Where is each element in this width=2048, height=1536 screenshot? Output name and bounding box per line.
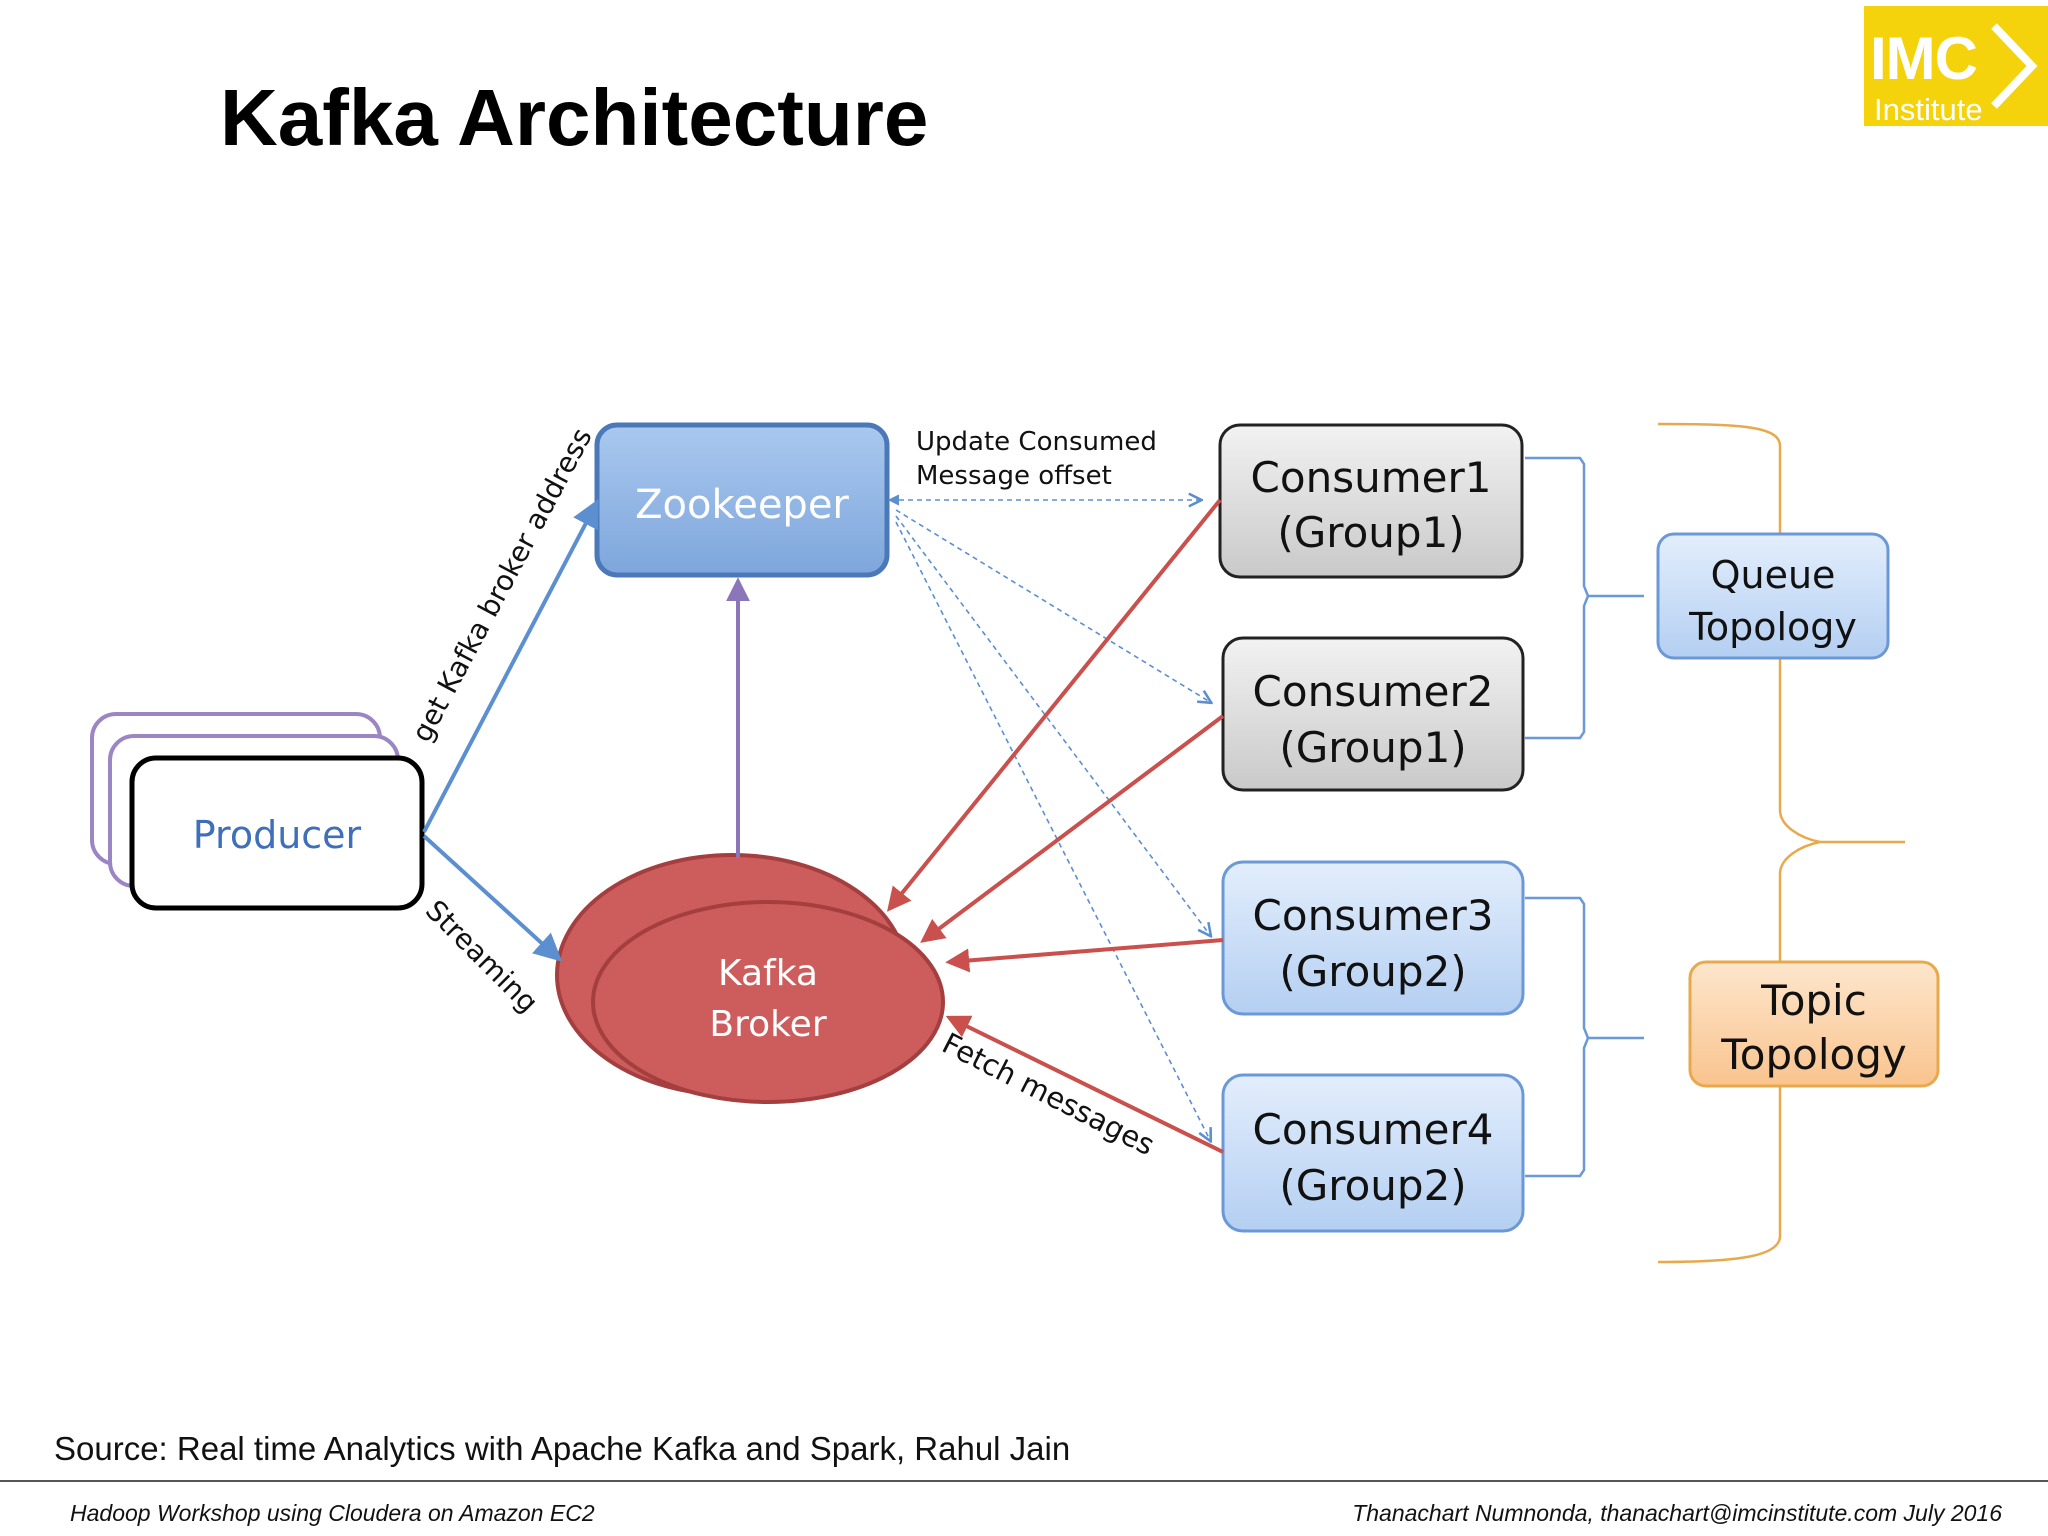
footer-right-text: Thanachart Numnonda, thanachart@imcinsti… [1352, 1500, 2002, 1526]
dashed-zookeeper-consumer4 [895, 521, 1210, 1140]
topic-topology-line1: Topic [1760, 976, 1867, 1025]
consumer-3-group: (Group2) [1279, 947, 1466, 996]
source-citation: Source: Real time Analytics with Apache … [54, 1430, 1071, 1467]
label-update-offset-line1: Update Consumed [916, 427, 1157, 457]
queue-topology: Queue Topology [1656, 532, 1890, 660]
topic-topology-box [1688, 960, 1940, 1088]
consumer-2-name: Consumer2 [1253, 667, 1494, 716]
group1-bracket [1525, 456, 1644, 740]
arrow-producer-to-zookeeper [422, 499, 599, 833]
group2-bracket [1525, 896, 1644, 1178]
zookeeper-label: Zookeeper [635, 482, 849, 528]
consumer-3: Consumer3 (Group2) [1221, 860, 1525, 1016]
label-streaming: Streaming [419, 894, 545, 1020]
consumer-4: Consumer4 (Group2) [1221, 1073, 1525, 1233]
producer-stack: Producer [90, 712, 425, 911]
label-fetch-messages: Fetch messages [937, 1026, 1160, 1162]
topic-topology: Topic Topology [1688, 960, 1940, 1088]
arrow-consumer4-to-broker [945, 1015, 1224, 1154]
dashed-zookeeper-consumer2 [895, 509, 1210, 702]
producer-label: Producer [193, 813, 362, 857]
imc-institute-logo: IMC Institute [1864, 6, 2048, 127]
consumer-4-group: (Group2) [1279, 1161, 1466, 1210]
logo-chevron-icon [1991, 23, 2038, 109]
consumer-4-name: Consumer4 [1253, 1105, 1494, 1154]
broker-label-line2: Broker [709, 1004, 826, 1045]
consumer-2-group: (Group1) [1279, 723, 1466, 772]
logo-main-text: IMC [1870, 25, 1978, 92]
arrow-consumer3-to-broker [945, 938, 1224, 973]
topic-topology-line2: Topology [1720, 1030, 1906, 1079]
queue-topology-line1: Queue [1711, 553, 1836, 597]
consumer-1-group: (Group1) [1277, 508, 1464, 557]
broker-label-line1: Kafka [718, 953, 818, 994]
zookeeper-node: Zookeeper [594, 422, 890, 578]
queue-topology-box [1656, 532, 1890, 660]
consumer-3-box [1221, 860, 1525, 1016]
logo-sub-text: Institute [1874, 92, 1983, 127]
producer-box [129, 755, 425, 911]
slide-title: Kafka Architecture [220, 73, 929, 162]
consumer-2: Consumer2 (Group1) [1221, 636, 1525, 792]
consumer-1-name: Consumer1 [1251, 453, 1492, 502]
consumer-1: Consumer1 (Group1) [1218, 423, 1524, 579]
arrow-consumer1-to-broker [886, 498, 1222, 912]
arrow-producer-to-broker [422, 834, 563, 962]
queue-topology-line2: Topology [1688, 605, 1857, 649]
label-update-offset-line2: Message offset [916, 461, 1112, 491]
footer-left-text: Hadoop Workshop using Cloudera on Amazon… [70, 1500, 595, 1526]
consumer-4-box [1221, 1073, 1525, 1233]
consumer-3-name: Consumer3 [1253, 891, 1494, 940]
broker-ellipse-front [591, 900, 945, 1104]
arrow-consumer2-to-broker [920, 714, 1225, 943]
dashed-zookeeper-consumer3 [895, 515, 1210, 935]
label-get-broker-address: get Kafka broker address [405, 423, 599, 748]
kafka-architecture-diagram: Producer Zookeeper Kafka Broker Consumer… [90, 422, 1940, 1264]
kafka-broker-node: Kafka Broker [555, 853, 945, 1104]
consumer-2-box [1221, 636, 1525, 792]
footer-divider [0, 1480, 2048, 1482]
